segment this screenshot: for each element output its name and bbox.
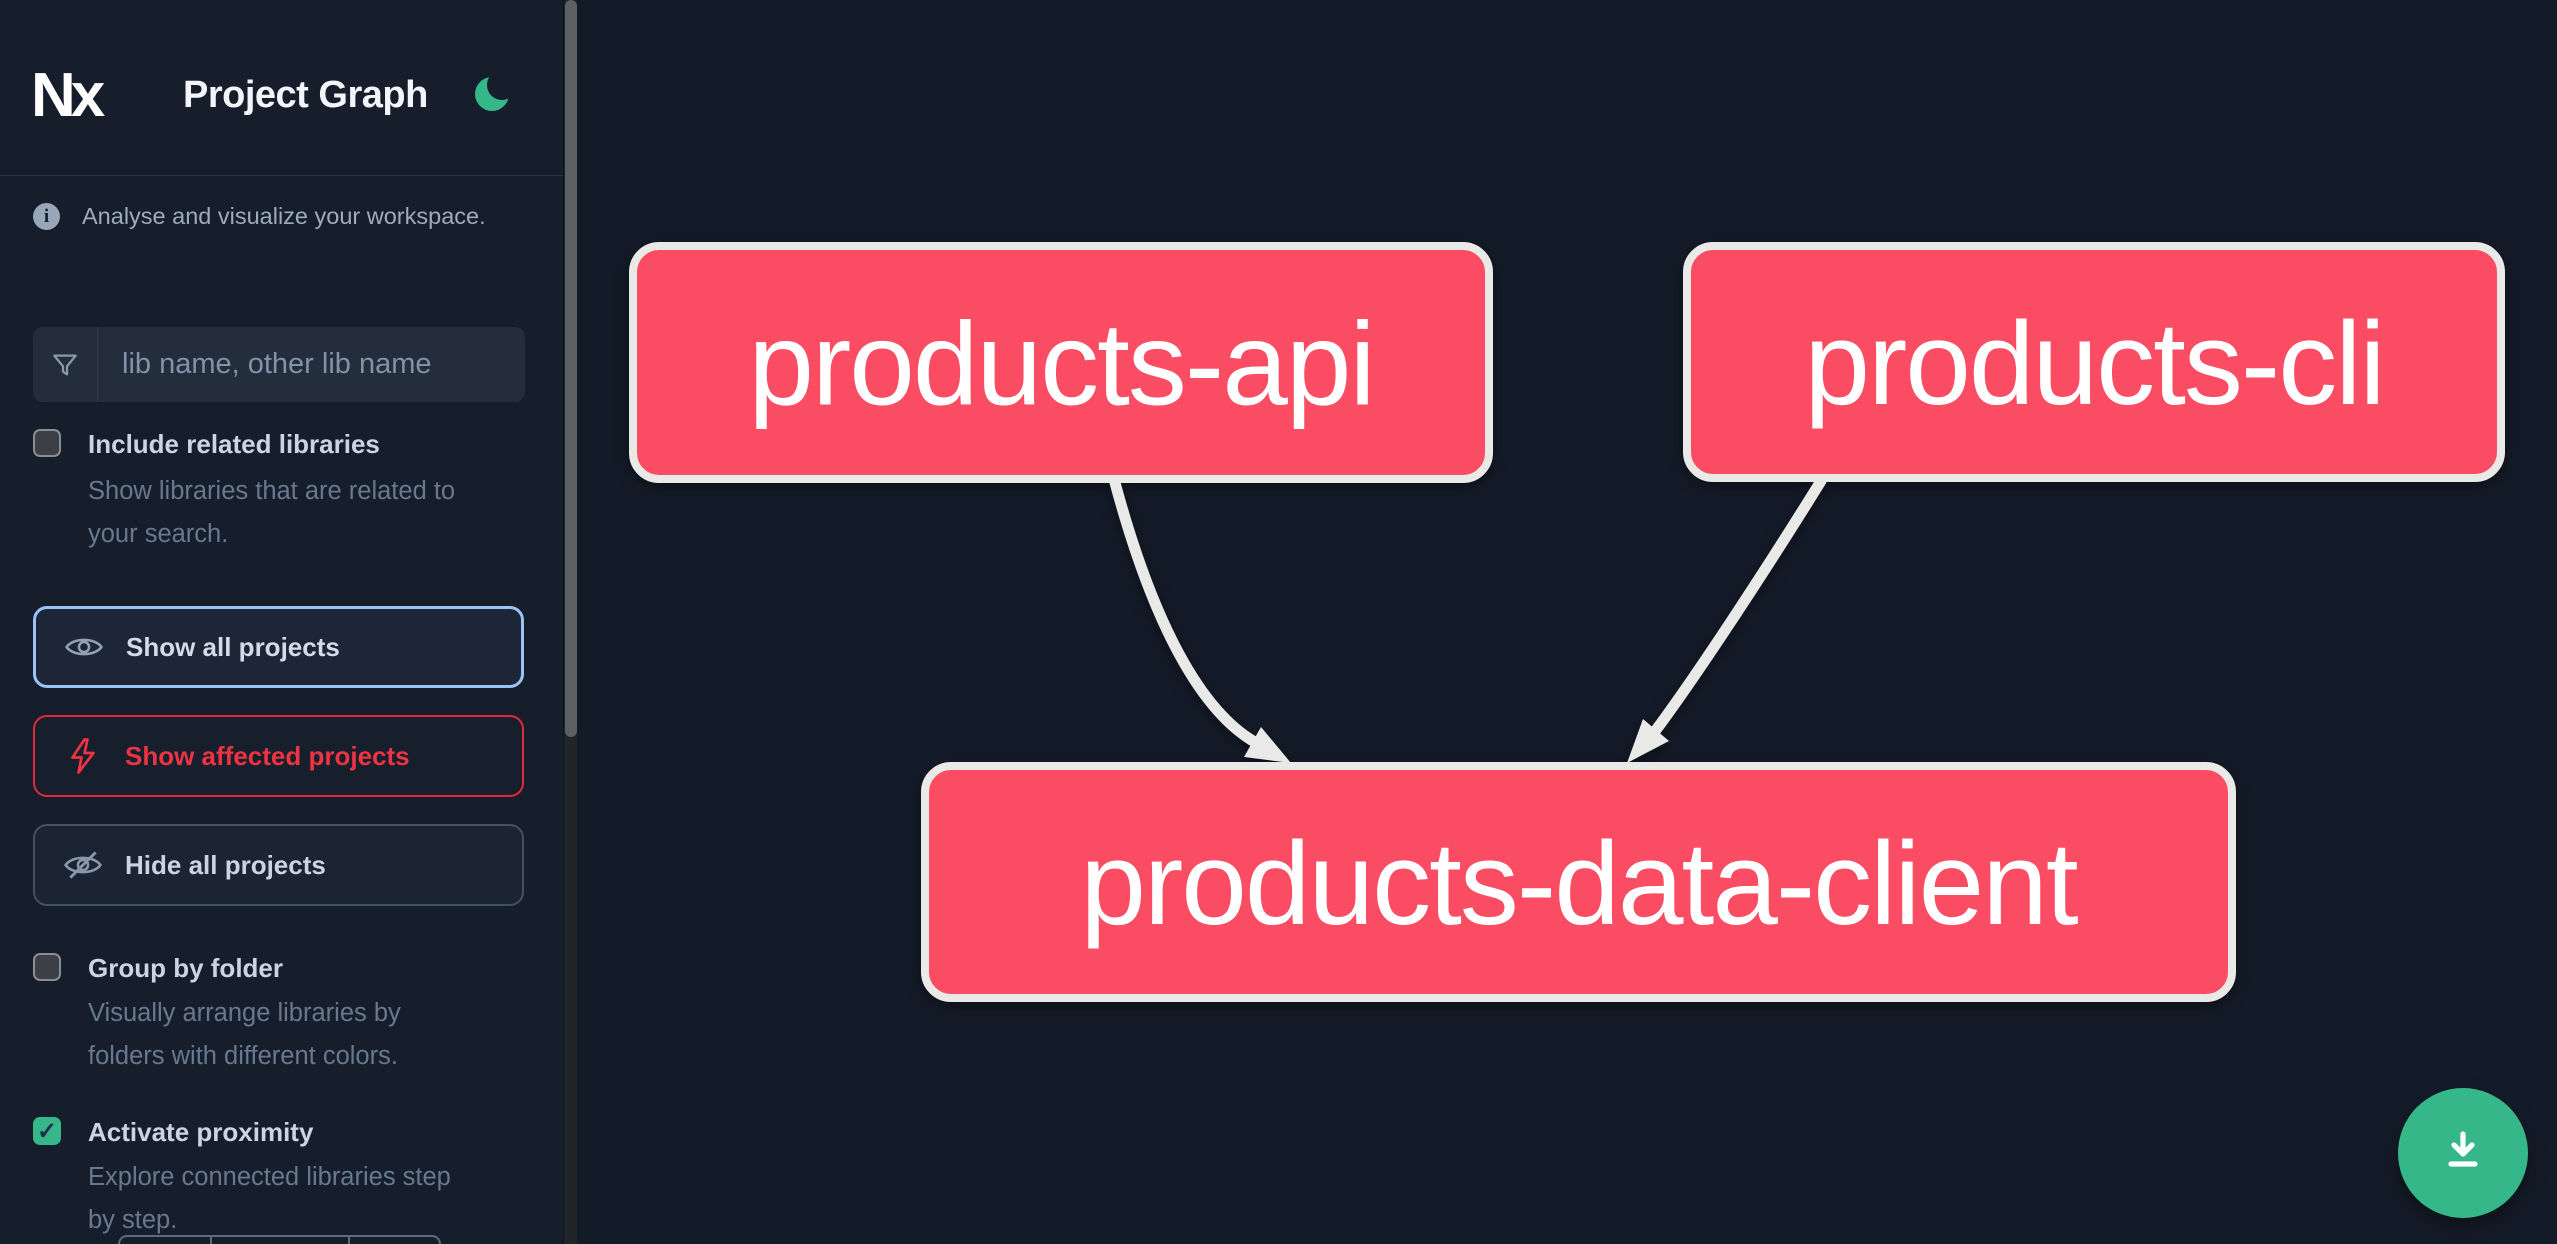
checkbox-group-by-folder[interactable] <box>33 953 61 981</box>
graph-node-products-api[interactable] <box>629 242 1493 483</box>
info-icon: i <box>33 203 60 230</box>
graph-node-products-data-client[interactable] <box>921 762 2236 1002</box>
show-all-projects-button[interactable]: Show all projects <box>33 606 524 688</box>
check-icon: ✓ <box>36 1117 58 1145</box>
eye-icon <box>64 633 104 661</box>
graph-edge-products-api-to-products-data-client <box>1108 473 1259 747</box>
hide-all-projects-label: Hide all projects <box>125 849 326 880</box>
show-affected-projects-label: Show affected projects <box>125 740 410 771</box>
graph-content: products-api products-cli products-data-cl… <box>629 242 2505 1002</box>
workspace-info: i Analyse and visualize your workspace. <box>33 203 486 230</box>
graph-node-label-products-api: products-api <box>748 299 1373 431</box>
sidebar: Nx Project Graph i Analyse and visualize… <box>0 0 563 1244</box>
show-affected-projects-button[interactable]: Show affected projects <box>33 715 524 797</box>
checkbox-label[interactable]: Include related libraries <box>88 429 380 459</box>
scrollbar-thumb[interactable] <box>565 0 577 737</box>
checkbox-label[interactable]: Activate proximity <box>88 1117 314 1147</box>
header: Nx Project Graph <box>0 0 563 176</box>
checkbox-description: Visually arrange libraries by folders wi… <box>88 999 401 1070</box>
show-all-projects-label: Show all projects <box>126 631 340 662</box>
nx-logo-text: Nx <box>31 60 105 130</box>
search-input[interactable] <box>98 327 525 402</box>
checkbox-activate-proximity[interactable]: ✓ <box>33 1117 61 1145</box>
graph-node-label-products-data-client: products-data-client <box>1080 818 2078 950</box>
checkbox-description: Explore connected libraries step by step… <box>88 1163 451 1234</box>
graph-svg: products-api products-cli products-data-cl… <box>629 242 2505 1002</box>
checkbox-include-related-libraries[interactable] <box>33 429 61 457</box>
proximity-stepper-partial[interactable] <box>118 1235 441 1244</box>
hide-all-projects-button[interactable]: Hide all projects <box>33 824 524 906</box>
graph-canvas[interactable]: products-api products-cli products-data-cl… <box>577 0 2557 1244</box>
search-box <box>33 327 525 402</box>
graph-edge-products-cli-to-products-data-client <box>1650 475 1827 736</box>
eye-off-icon <box>63 849 103 881</box>
filter-icon <box>33 327 98 402</box>
checkbox-description: Show libraries that are related to your … <box>88 477 456 548</box>
bolt-icon <box>63 738 103 774</box>
page-title: Project Graph <box>183 74 428 116</box>
theme-toggle-moon-icon[interactable] <box>472 70 517 114</box>
nx-logo: Nx <box>31 56 121 134</box>
graph-edge-arrowhead <box>1627 719 1669 763</box>
download-icon <box>2435 1123 2491 1184</box>
graph-node-label-products-cli: products-cli <box>1804 298 2383 430</box>
graph-node-products-cli[interactable] <box>1683 242 2505 482</box>
checkbox-label[interactable]: Group by folder <box>88 953 283 983</box>
download-image-button[interactable] <box>2398 1088 2528 1218</box>
graph-edge-arrowhead <box>1244 727 1291 763</box>
sidebar-scrollbar[interactable] <box>563 0 577 1244</box>
workspace-info-text: Analyse and visualize your workspace. <box>82 203 486 229</box>
